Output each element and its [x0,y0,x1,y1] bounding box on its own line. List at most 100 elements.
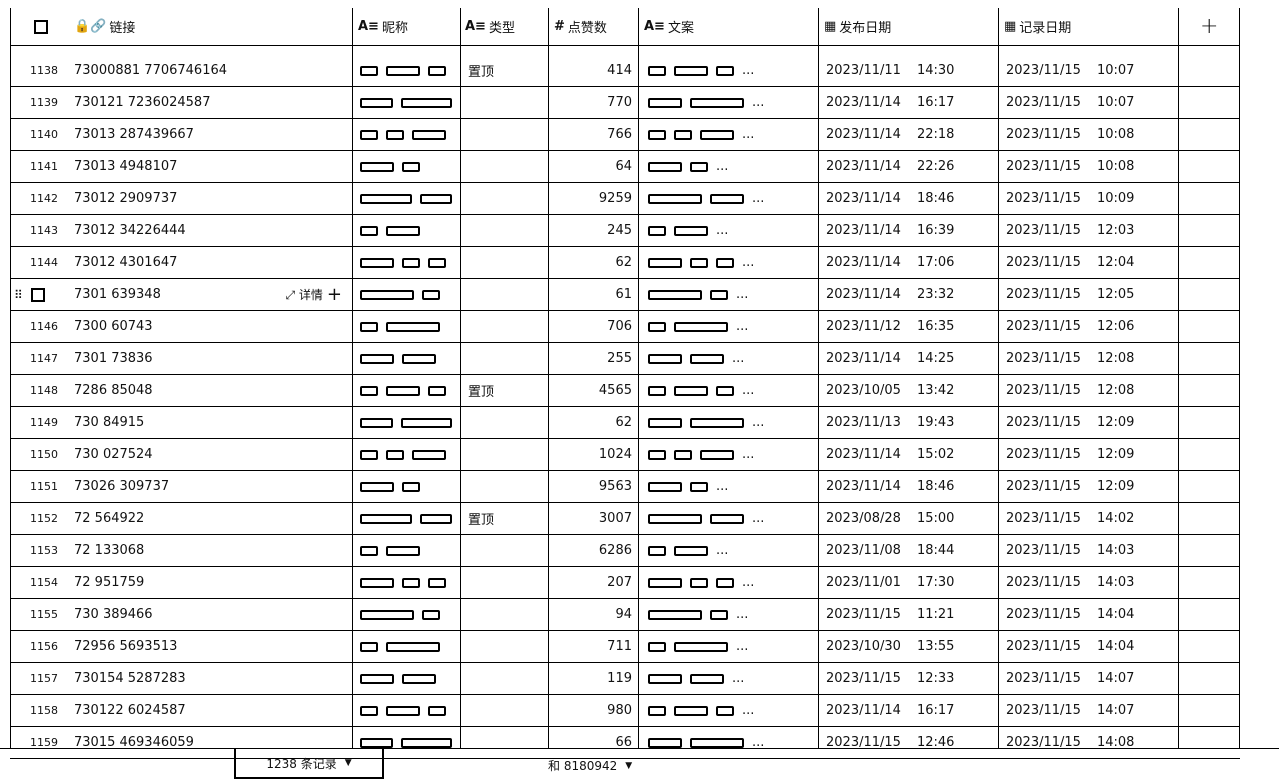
cell-nickname[interactable] [356,535,456,566]
cell-publish-date[interactable]: 2023/11/15 11:21 [826,599,996,630]
cell-type[interactable] [468,151,544,182]
cell-likes[interactable]: 414 [552,55,632,86]
cell-record-date[interactable]: 2023/11/15 14:03 [1006,535,1176,566]
cell-publish-date[interactable]: 2023/11/14 18:46 [826,183,996,214]
cell-type[interactable] [468,279,544,310]
cell-nickname[interactable] [356,151,456,182]
cell-copy[interactable]: ... [644,151,814,182]
cell-type[interactable] [468,119,544,150]
table-row[interactable]: 1156 72956 5693513 711 ... 2023/10/30 13… [10,631,1240,663]
cell-copy[interactable]: ... [644,55,814,86]
row-checkbox[interactable] [30,287,45,302]
cell-publish-date[interactable]: 2023/11/14 22:26 [826,151,996,182]
cell-publish-date[interactable]: 2023/11/14 16:17 [826,87,996,118]
table-row[interactable]: 1158 730122 6024587 980 ... 2023/11/14 1… [10,695,1240,727]
cell-copy[interactable]: ... [644,215,814,246]
cell-copy[interactable]: ... [644,471,814,502]
cell-link[interactable]: 72956 5693513 [74,631,344,662]
cell-record-date[interactable]: 2023/11/15 10:07 [1006,55,1176,86]
cell-record-date[interactable]: 2023/11/15 12:05 [1006,279,1176,310]
cell-type[interactable] [468,407,544,438]
cell-type[interactable] [468,631,544,662]
cell-record-date[interactable]: 2023/11/15 12:08 [1006,343,1176,374]
cell-link[interactable]: 7300 60743 [74,311,344,342]
cell-record-date[interactable]: 2023/11/15 14:07 [1006,695,1176,726]
cell-copy[interactable]: ... [644,119,814,150]
cell-type[interactable] [468,215,544,246]
cell-link[interactable]: 730122 6024587 [74,695,344,726]
cell-likes[interactable]: 3007 [552,503,632,534]
cell-record-date[interactable]: 2023/11/15 14:03 [1006,567,1176,598]
cell-publish-date[interactable]: 2023/11/15 12:46 [826,727,996,758]
cell-type[interactable] [468,247,544,278]
cell-copy[interactable]: ... [644,631,814,662]
cell-link[interactable]: 730121 7236024587 [74,87,344,118]
cell-copy[interactable]: ... [644,407,814,438]
cell-publish-date[interactable]: 2023/11/14 23:32 [826,279,996,310]
cell-nickname[interactable] [356,279,456,310]
cell-likes[interactable]: 62 [552,407,632,438]
cell-likes[interactable]: 66 [552,727,632,758]
select-all-checkbox[interactable] [34,8,48,45]
table-row[interactable]: 1141 73013 4948107 64 ... 2023/11/14 22:… [10,151,1240,183]
column-header-record-date[interactable]: ▦ 记录日期 [1004,8,1071,45]
cell-copy[interactable]: ... [644,183,814,214]
cell-link[interactable]: 7286 85048 [74,375,344,406]
cell-nickname[interactable] [356,55,456,86]
cell-copy[interactable]: ... [644,727,814,758]
cell-record-date[interactable]: 2023/11/15 12:06 [1006,311,1176,342]
cell-copy[interactable]: ... [644,599,814,630]
cell-copy[interactable]: ... [644,87,814,118]
cell-likes[interactable]: 207 [552,567,632,598]
cell-nickname[interactable] [356,119,456,150]
table-row[interactable]: 1151 73026 309737 9563 ... 2023/11/14 18… [10,471,1240,503]
cell-link[interactable]: 73013 4948107 [74,151,344,182]
cell-type[interactable] [468,695,544,726]
cell-likes[interactable]: 94 [552,599,632,630]
cell-publish-date[interactable]: 2023/10/05 13:42 [826,375,996,406]
cell-record-date[interactable]: 2023/11/15 12:04 [1006,247,1176,278]
cell-nickname[interactable] [356,727,456,758]
cell-publish-date[interactable]: 2023/11/14 16:17 [826,695,996,726]
record-count-dropdown[interactable]: 1238 条记录 ▼ [234,749,384,779]
column-header-type[interactable]: A≡ 类型 [465,8,515,45]
cell-record-date[interactable]: 2023/11/15 14:04 [1006,631,1176,662]
cell-likes[interactable]: 4565 [552,375,632,406]
cell-copy[interactable]: ... [644,439,814,470]
table-row[interactable]: 1138 73000881 7706746164 置顶 414 ... 2023… [10,55,1240,87]
cell-likes[interactable]: 766 [552,119,632,150]
cell-record-date[interactable]: 2023/11/15 12:09 [1006,439,1176,470]
cell-link[interactable]: 730 027524 [74,439,344,470]
table-row[interactable]: 1159 73015 469346059 66 ... 2023/11/15 1… [10,727,1240,759]
cell-likes[interactable]: 119 [552,663,632,694]
cell-publish-date[interactable]: 2023/11/13 19:43 [826,407,996,438]
cell-link[interactable]: 72 133068 [74,535,344,566]
cell-copy[interactable]: ... [644,375,814,406]
cell-likes[interactable]: 62 [552,247,632,278]
table-row[interactable]: 1147 7301 73836 255 ... 2023/11/14 14:25… [10,343,1240,375]
table-row[interactable]: 1139 730121 7236024587 770 ... 2023/11/1… [10,87,1240,119]
column-header-copy[interactable]: A≡ 文案 [644,8,694,45]
table-row[interactable]: 1142 73012 2909737 9259 ... 2023/11/14 1… [10,183,1240,215]
cell-link[interactable]: 72 564922 [74,503,344,534]
column-header-publish-date[interactable]: ▦ 发布日期 [824,8,891,45]
cell-type[interactable] [468,439,544,470]
row-select[interactable]: ⠿ [14,279,54,310]
cell-likes[interactable]: 1024 [552,439,632,470]
table-row[interactable]: 1149 730 84915 62 ... 2023/11/13 19:43 2… [10,407,1240,439]
cell-record-date[interactable]: 2023/11/15 14:02 [1006,503,1176,534]
cell-link[interactable]: 730 389466 [74,599,344,630]
cell-copy[interactable]: ... [644,311,814,342]
cell-record-date[interactable]: 2023/11/15 10:09 [1006,183,1176,214]
table-row[interactable]: 1153 72 133068 6286 ... 2023/11/08 18:44… [10,535,1240,567]
cell-record-date[interactable]: 2023/11/15 12:09 [1006,471,1176,502]
drag-handle-icon[interactable]: ⠿ [14,287,23,302]
cell-publish-date[interactable]: 2023/11/14 22:18 [826,119,996,150]
cell-link[interactable]: 73013 287439667 [74,119,344,150]
cell-link[interactable]: 73000881 7706746164 [74,55,344,86]
cell-type[interactable]: 置顶 [468,503,544,534]
cell-nickname[interactable] [356,439,456,470]
cell-likes[interactable]: 64 [552,151,632,182]
add-row-icon[interactable]: + [326,284,342,305]
cell-publish-date[interactable]: 2023/08/28 15:00 [826,503,996,534]
